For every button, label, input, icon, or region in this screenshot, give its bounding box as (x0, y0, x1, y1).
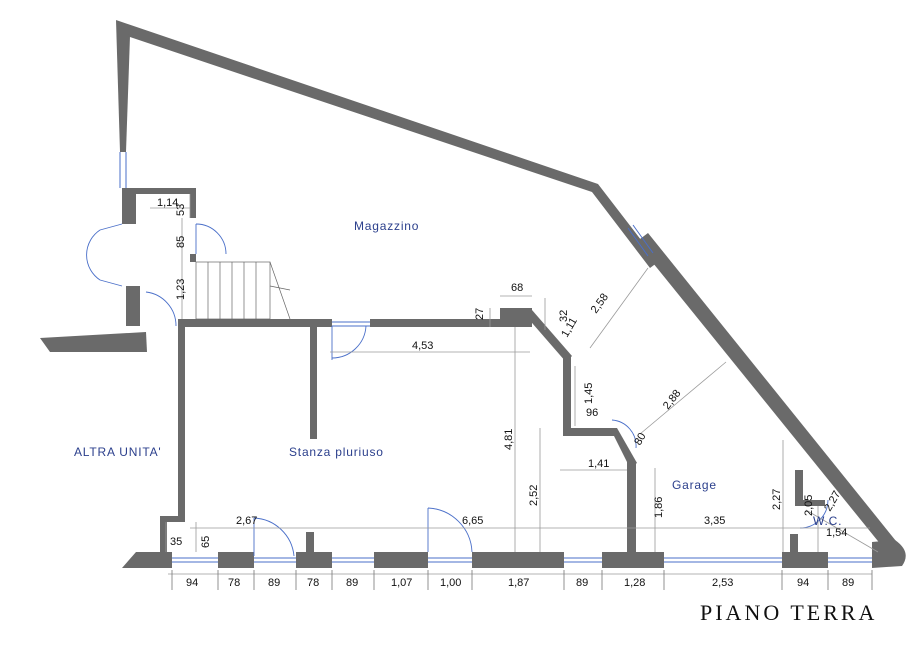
dimension-ticks (171, 570, 873, 590)
plan-title: PIANO TERRA (700, 600, 877, 625)
interior-wall-mid (370, 319, 502, 327)
dim-1-23: 1,23 (175, 279, 187, 300)
garage-wall-horizontal (563, 428, 617, 436)
dim-2-88: 2,88 (661, 388, 684, 412)
wc-wall-low (790, 534, 798, 552)
south-pillar (306, 532, 314, 552)
pillar (500, 308, 532, 327)
closet-side-wall (190, 188, 196, 218)
dim-32: 32 (558, 310, 570, 322)
bottom-dim-94-b: 94 (797, 577, 809, 589)
partition-wall (310, 327, 317, 439)
room-label-altra-unita: ALTRA UNITA' (74, 445, 161, 459)
north-wall (116, 20, 658, 268)
west-wall-lower (126, 286, 140, 326)
southeast-corner (872, 540, 906, 568)
bottom-dim-1-28: 1,28 (624, 577, 645, 589)
garage-wall-diagonal-2 (610, 428, 637, 468)
south-wall-seg-2 (296, 552, 332, 568)
doors (86, 223, 829, 557)
dim-1-41: 1,41 (588, 458, 609, 470)
bottom-dim-89-c: 89 (576, 577, 588, 589)
dim-2-05: 2,05 (803, 495, 815, 516)
garage-wall-diagonal (526, 310, 572, 362)
stanza-west-step (160, 516, 185, 522)
room-label-stanza-pluriuso: Stanza pluriuso (289, 445, 384, 459)
dim-4-81: 4,81 (503, 429, 515, 450)
dim-1-86: 1,86 (653, 497, 665, 518)
interior-wall-left (178, 319, 332, 327)
south-wall-seg-5 (602, 552, 664, 568)
dim-4-53: 4,53 (412, 340, 433, 352)
dim-3-35: 3,35 (704, 515, 725, 527)
dim-6-65: 6,65 (462, 515, 483, 527)
west-wall-upper (122, 188, 136, 224)
south-wall-seg-3 (374, 552, 428, 568)
wc-wall-h (795, 500, 825, 506)
dim-35: 35 (170, 536, 182, 548)
staircase (195, 261, 291, 320)
west-wall-base (40, 332, 147, 352)
closet-top-wall (122, 188, 196, 194)
bottom-dim-78-a: 78 (228, 577, 240, 589)
east-diagonal-wall (636, 233, 900, 556)
dim-1-45: 1,45 (583, 383, 595, 404)
dim-2-52: 2,52 (528, 485, 540, 506)
dim-2-27-a: 2,27 (771, 489, 783, 510)
dim-53: 53 (175, 204, 187, 216)
dim-1-54: 1,54 (826, 527, 847, 539)
dim-2-67: 2,67 (236, 515, 257, 527)
dim-2-58: 2,58 (589, 291, 611, 315)
bottom-dim-78-b: 78 (307, 577, 319, 589)
dim-27: 27 (474, 308, 486, 320)
closet-side-wall-lower (190, 254, 196, 262)
stanza-west-wall (178, 319, 185, 519)
bottom-dim-89-b: 89 (346, 577, 358, 589)
bottom-dim-1-87: 1,87 (508, 577, 529, 589)
room-label-garage: Garage (672, 478, 717, 492)
dim-65: 65 (200, 536, 212, 548)
south-wall-seg-6 (782, 552, 828, 568)
dim-1-14: 1,14 (157, 197, 178, 209)
bottom-dim-94-a: 94 (186, 577, 198, 589)
windows (119, 152, 872, 563)
dimension-lines (150, 194, 879, 575)
bottom-dim-1-00: 1,00 (440, 577, 461, 589)
wc-wall (795, 470, 803, 502)
stanza-west-step-v (160, 516, 167, 552)
bottom-dim-89-a: 89 (268, 577, 280, 589)
room-label-magazzino: Magazzino (354, 219, 419, 233)
dim-68: 68 (511, 282, 523, 294)
bottom-dim-89-d: 89 (842, 577, 854, 589)
south-wall-west-end (122, 552, 172, 568)
dim-85: 85 (175, 236, 187, 248)
bottom-dim-2-53: 2,53 (712, 577, 733, 589)
dim-96: 96 (586, 407, 598, 419)
south-wall-seg-1 (218, 552, 254, 568)
bottom-dim-1-07: 1,07 (391, 577, 412, 589)
south-wall-seg-4 (472, 552, 564, 568)
room-label-wc: W.C. (813, 514, 842, 528)
garage-wall-vertical (563, 356, 571, 432)
garage-wall-lower (627, 462, 636, 554)
dim-80: 80 (632, 431, 649, 448)
north-wall-left-corner (116, 20, 130, 152)
